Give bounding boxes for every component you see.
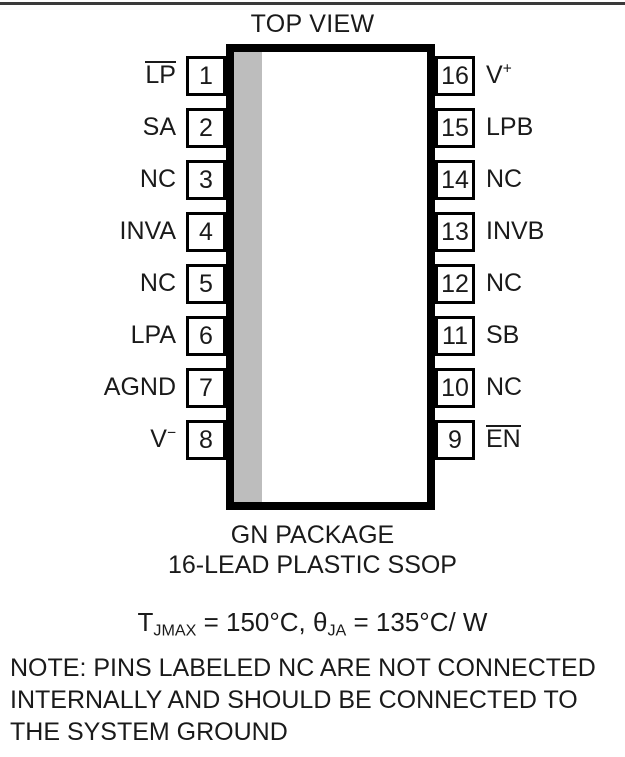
- pin-row: 16 V+: [435, 56, 625, 96]
- pin-row: 13 INVB: [435, 212, 625, 252]
- pin-number-3: 3: [186, 160, 226, 200]
- pin-number-14: 14: [435, 160, 475, 200]
- pin-number-7: 7: [186, 368, 226, 408]
- lead-description-caption: 16-LEAD PLASTIC SSOP: [167, 551, 457, 579]
- pin-label-3: NC: [139, 165, 176, 193]
- pin-number-6: 6: [186, 316, 226, 356]
- pin-label-4: INVA: [119, 217, 177, 245]
- tjmax-subscript: JMAX: [153, 621, 197, 640]
- pin-label-2: SA: [142, 113, 176, 141]
- pin-row: 9 EN: [435, 420, 625, 460]
- pin-number-8: 8: [186, 420, 226, 460]
- pin-label-14: NC: [486, 165, 523, 193]
- pin-number-12: 12: [435, 264, 475, 304]
- pin-label-13: INVB: [486, 217, 545, 245]
- pin-number-16: 16: [435, 56, 475, 96]
- theta-subscript: JA: [327, 621, 347, 640]
- pin-label-superscript: +: [502, 60, 512, 78]
- nc-pins-note: NOTE: PINS LABELED NC ARE NOT CONNECTED …: [10, 654, 596, 746]
- pin-row: 2 SA: [0, 108, 226, 148]
- thermal-spec-line: TJMAX = 150°C, θJA = 135°C/ W: [0, 607, 625, 640]
- pin-label-5: NC: [139, 269, 176, 297]
- theta-value: = 135°C/ W: [346, 607, 488, 637]
- pin-label-1: LP: [145, 56, 176, 96]
- pin-number-4: 4: [186, 212, 226, 252]
- pin-row: 6 LPA: [0, 316, 226, 356]
- pin-number-1: 1: [186, 56, 226, 96]
- page-title: TOP VIEW: [250, 10, 375, 38]
- pin-row: 7 AGND: [0, 368, 226, 408]
- top-divider-rule: [0, 2, 625, 5]
- pin-row: 10 NC: [435, 368, 625, 408]
- pin-number-2: 2: [186, 108, 226, 148]
- pin-label-12: NC: [486, 269, 523, 297]
- pin-row: 11 SB: [435, 316, 625, 356]
- pin-row: 1 LP: [0, 56, 226, 96]
- pin-number-11: 11: [435, 316, 475, 356]
- tjmax-symbol: T: [137, 607, 154, 637]
- pin-number-9: 9: [435, 420, 475, 460]
- pin-row: 5 NC: [0, 264, 226, 304]
- pin-number-5: 5: [186, 264, 226, 304]
- pin-label-9: EN: [486, 420, 521, 460]
- pin-label-superscript: −: [166, 424, 176, 442]
- pin-number-10: 10: [435, 368, 475, 408]
- pin-one-marker-stripe: [234, 52, 262, 502]
- pin-label-6: LPA: [130, 321, 176, 349]
- pin-label-16: V+: [486, 60, 512, 89]
- pin-label-11: SB: [486, 321, 520, 349]
- pin-row: 3 NC: [0, 160, 226, 200]
- pin-row: 15 LPB: [435, 108, 625, 148]
- overline-text: EN: [486, 425, 521, 453]
- pin-row: 4 INVA: [0, 212, 226, 252]
- pin-number-15: 15: [435, 108, 475, 148]
- theta-symbol: θ: [313, 607, 328, 637]
- pin-label-10: NC: [486, 373, 523, 401]
- tjmax-value: = 150°C,: [196, 607, 314, 637]
- pin-number-13: 13: [435, 212, 475, 252]
- overline-text: LP: [145, 61, 176, 89]
- pin-row: 8 V−: [0, 420, 226, 460]
- pin-label-15: LPB: [486, 113, 534, 141]
- pin-row: 14 NC: [435, 160, 625, 200]
- pin-label-8: V−: [150, 424, 176, 453]
- pin-row: 12 NC: [435, 264, 625, 304]
- pin-label-7: AGND: [103, 373, 176, 401]
- package-name-caption: GN PACKAGE: [230, 521, 395, 549]
